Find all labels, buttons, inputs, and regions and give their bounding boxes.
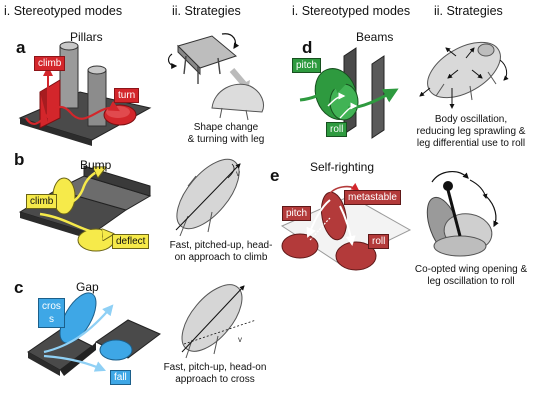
panel-b-strategy: v (175, 158, 241, 237)
caption-d-line-3: leg differential use to roll (416, 138, 526, 149)
tag-e-roll: roll (368, 234, 390, 249)
pillar-trajectory (25, 100, 120, 125)
caption-a-line-1: Shape change (193, 122, 259, 133)
tag-c-fall: fall (110, 370, 131, 385)
panel-e-title: Self-righting (310, 160, 375, 174)
tag-c-cross: cros s (38, 298, 65, 328)
panel-e-illustration (280, 182, 412, 271)
caption-c-line-2: approach to cross (175, 374, 255, 385)
svg-text:v: v (236, 169, 240, 178)
tag-c-cross-line-1: cros (42, 301, 61, 312)
caption-c-line-1: Fast, pitch-up, head-on (163, 362, 267, 373)
pendulum-leg (446, 189, 462, 237)
tag-d-roll: roll (326, 122, 348, 137)
header-right-modes: i. Stereotyped modes (292, 4, 411, 18)
tag-a-turn: turn (114, 88, 140, 103)
caption-b: Fast, pitched-up, head- on approach to c… (158, 240, 284, 264)
panel-d-title: Beams (356, 30, 394, 44)
caption-a: Shape change & turning with leg (172, 122, 280, 146)
panel-c-label: c (14, 278, 24, 297)
gap-cross-robot (59, 292, 97, 344)
panel-d-label: d (302, 38, 313, 57)
tag-b-deflect: deflect (112, 234, 150, 249)
caption-d: Body oscillation, reducing leg sprawling… (408, 114, 534, 150)
header-left-strategies: ii. Strategies (172, 4, 241, 18)
tag-c-cross-line-2: s (48, 314, 54, 325)
panel-b-title: Bump (80, 158, 112, 172)
pitch-up-robot (181, 284, 243, 352)
gap-fall-robot (99, 339, 133, 361)
header-left-modes: i. Stereotyped modes (4, 4, 123, 18)
caption-b-line-1: Fast, pitched-up, head- (169, 240, 273, 251)
caption-b-line-2: on approach to climb (174, 252, 268, 263)
panel-a-label: a (16, 38, 26, 57)
caption-e-line-1: Co-opted wing opening & (414, 264, 528, 275)
svg-text:v: v (238, 335, 242, 344)
oscillating-robot (427, 41, 501, 99)
tag-e-metastable: metastable (344, 190, 401, 205)
panel-b-label: b (14, 150, 25, 169)
pitch-robot (281, 233, 319, 259)
caption-e: Co-opted wing opening & leg oscillation … (408, 264, 534, 288)
panel-d-strategy (419, 41, 509, 109)
tag-d-pitch: pitch (292, 58, 322, 73)
tag-b-climb: climb (26, 194, 58, 209)
shell-robot (211, 83, 264, 113)
caption-e-line-2: leg oscillation to roll (427, 276, 515, 287)
header-right-strategies: ii. Strategies (434, 4, 503, 18)
caption-d-line-2: reducing leg sprawling & (416, 126, 526, 137)
panel-c-strategy: v (181, 284, 257, 359)
panel-a-illustration (18, 41, 152, 146)
panel-a-title: Pillars (70, 30, 103, 44)
panel-e-label: e (270, 166, 280, 185)
caption-a-line-2: & turning with leg (187, 134, 265, 145)
panel-c-illustration (27, 292, 161, 376)
caption-c: Fast, pitch-up, head-on approach to cros… (150, 362, 280, 386)
pitched-robot (176, 158, 240, 230)
pillar-front (87, 69, 107, 127)
panel-d-illustration (299, 47, 399, 139)
caption-d-line-1: Body oscillation, (434, 114, 508, 125)
tag-a-climb: climb (34, 56, 66, 71)
panel-a-strategy (167, 33, 264, 121)
roll-robot (335, 241, 377, 271)
panel-c-title: Gap (76, 280, 99, 294)
panel-e-strategy (426, 171, 499, 257)
tag-e-pitch: pitch (282, 206, 312, 221)
